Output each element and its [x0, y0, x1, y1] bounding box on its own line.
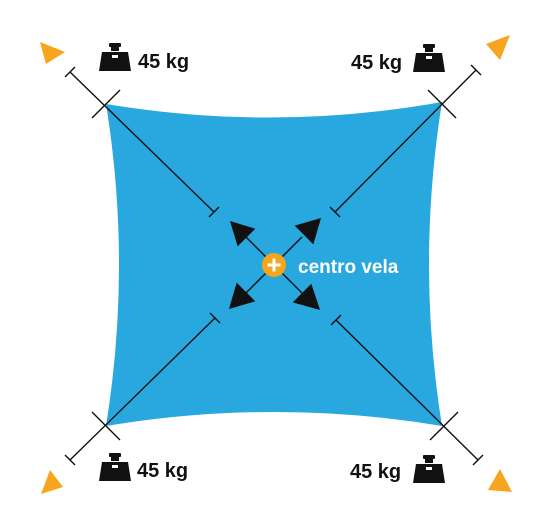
weight-label-bottom-left: 45 kg: [137, 460, 188, 482]
corner-triangle-top-right-icon: [486, 35, 510, 60]
weight-label-bottom-right: 45 kg: [350, 461, 401, 483]
weight-icon-top-left: [99, 43, 131, 71]
corner-triangle-bottom-right-icon: [488, 469, 512, 492]
weight-icon-bottom-left: [99, 453, 131, 481]
tension-line-bottom-left: [64, 312, 221, 466]
weight-label-top-left: 45 kg: [138, 51, 189, 73]
center-label: centro vela: [298, 257, 399, 278]
tension-line-top-right: [329, 64, 482, 218]
corner-triangle-top-left-icon: [40, 42, 65, 64]
tension-line-bottom-right: [330, 314, 484, 466]
weight-icon-bottom-right: [413, 455, 445, 483]
tension-line-top-left: [64, 66, 220, 218]
arrow-head-up-right: [294, 217, 322, 245]
arrow-head-down-right: [292, 283, 321, 311]
weight-icon-top-right: [413, 44, 445, 72]
corner-triangle-bottom-left-icon: [41, 470, 63, 494]
arrow-head-down-left: [228, 282, 256, 310]
center-plus-icon: [262, 253, 286, 277]
arrow-head-up-left: [229, 220, 256, 247]
weight-label-top-right: 45 kg: [351, 52, 402, 74]
